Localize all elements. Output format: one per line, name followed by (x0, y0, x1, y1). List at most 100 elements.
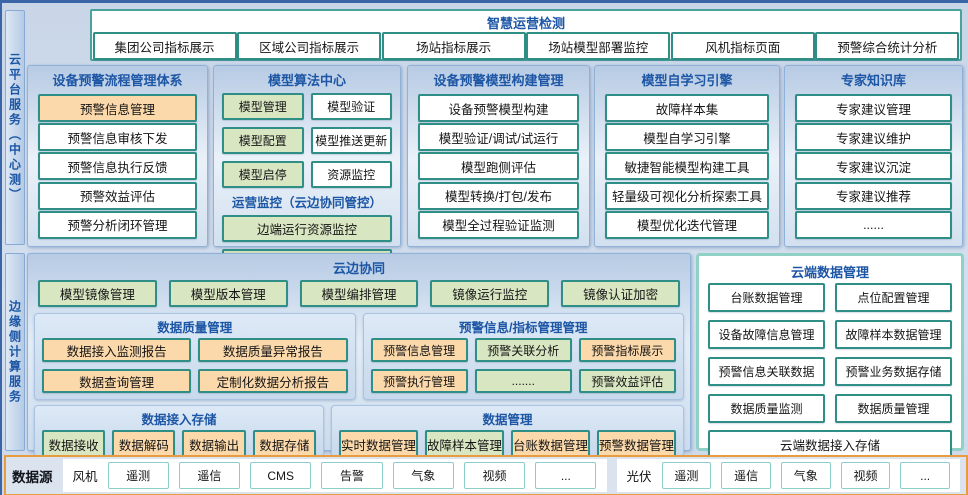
datasource-label: 数据源 (12, 469, 53, 485)
module-box: 点位配置管理 (835, 283, 952, 312)
module-box: 台账数据管理 (510, 430, 590, 458)
smart-operation-panel: 智慧运营检测 集团公司指标展示区域公司指标展示场站指标展示场站模型部署监控风机指… (90, 9, 962, 61)
cloud-data-management-panel: 云端数据管理 台账数据管理点位配置管理设备故障信息管理故障样本数据管理预警信息关… (696, 253, 964, 459)
module-box: 预警信息管理 (38, 94, 197, 123)
panel-model-algorithm-title: 模型算法中心 (267, 73, 346, 88)
module-box: 预警效益评估 (38, 181, 197, 210)
warning-info-title: 预警信息/指标管理管理 (459, 321, 588, 335)
module-box: 模型优化迭代管理 (605, 210, 769, 239)
module-box: 镜像运行监控 (430, 280, 550, 307)
module-box: 设备故障信息管理 (708, 320, 825, 349)
module-box: 模型版本管理 (168, 280, 288, 307)
panel-warning-process-items: 预警信息管理预警信息审核下发预警信息执行反馈预警效益评估预警分析闭环管理 (28, 91, 207, 246)
data-quality-section: 数据质量管理 数据接入监测报告数据质量异常报告数据查询管理定制化数据分析报告 (34, 313, 356, 400)
module-box: 数据输出 (182, 430, 246, 458)
module-box: 数据质量监测 (708, 394, 825, 423)
module-box: 故障样本集 (605, 94, 769, 123)
module-box: 模型验证 (310, 93, 392, 120)
module-box: 预警效益评估 (578, 369, 676, 393)
module-box: 轻量级可视化分析探索工具 (605, 181, 769, 210)
module-box: 故障样本数据管理 (835, 320, 952, 349)
module-box: 预警信息关联数据 (708, 357, 825, 386)
datasource-box: 遥信 (178, 462, 241, 489)
operation-monitor-subtitle: 运营监控（云边协同管控） (231, 196, 382, 210)
module-box: 故障样本管理 (424, 430, 504, 458)
panel-expert-knowledge-base: 专家知识库 专家建议管理专家建议维护专家建议沉淀专家建议推荐...... (784, 65, 963, 247)
cloud-data-management-items: 台账数据管理点位配置管理设备故障信息管理故障样本数据管理预警信息关联数据预警业务… (708, 283, 952, 423)
module-box: 预警信息执行反馈 (38, 152, 197, 181)
panel-warning-process-system: 设备预警流程管理体系 预警信息管理预警信息审核下发预警信息执行反馈预警效益评估预… (27, 65, 208, 247)
edge-middle-row: 数据质量管理 数据接入监测报告数据质量异常报告数据查询管理定制化数据分析报告 预… (34, 313, 684, 400)
warning-info-items: 预警信息管理预警关联分析预警指标展示预警执行管理.......预警效益评估 (370, 338, 677, 393)
edge-bottom-row: 数据接入存储 数据接收数据解码数据输出数据存储 数据管理 实时数据管理故障样本管… (34, 405, 684, 458)
module-box: 专家建议沉淀 (795, 152, 952, 181)
module-box: 资源监控 (310, 161, 392, 188)
module-box: 模型全过程验证监测 (418, 210, 579, 239)
module-box: 镜像认证加密 (561, 280, 680, 307)
data-access-storage-section: 数据接入存储 数据接收数据解码数据输出数据存储 (34, 405, 324, 458)
module-box: 数据存储 (252, 430, 316, 458)
data-management-title: 数据管理 (482, 413, 533, 427)
module-box: 预警分析闭环管理 (38, 210, 197, 239)
module-box: 数据解码 (112, 430, 176, 458)
cloud-data-management-title: 云端数据管理 (790, 265, 869, 280)
edge-side-panel: 云边协同 模型镜像管理模型版本管理模型编排管理镜像运行监控镜像认证加密 数据质量… (27, 253, 691, 458)
module-box: 模型配置 (222, 127, 304, 154)
module-box: 专家建议维护 (795, 123, 952, 152)
module-box: 数据查询管理 (42, 369, 192, 393)
top-module-box: 区域公司指标展示 (237, 32, 382, 60)
data-access-storage-items: 数据接收数据解码数据输出数据存储 (42, 430, 316, 458)
module-box: 专家建议管理 (795, 94, 952, 123)
module-box: 预警业务数据存储 (835, 357, 952, 386)
module-box: 台账数据管理 (708, 283, 825, 312)
warning-info-section: 预警信息/指标管理管理 预警信息管理预警关联分析预警指标展示预警执行管理....… (362, 313, 684, 400)
module-box: 预警关联分析 (474, 338, 572, 362)
datasource-box: 遥信 (721, 462, 771, 489)
module-box: 专家建议推荐 (795, 181, 952, 210)
module-box: 边端运行资源监控 (222, 215, 392, 242)
top-module-box: 集团公司指标展示 (92, 32, 237, 60)
module-box: 模型推送更新 (310, 127, 392, 154)
module-box: 数据质量管理 (835, 394, 952, 423)
data-quality-items: 数据接入监测报告数据质量异常报告数据查询管理定制化数据分析报告 (42, 338, 348, 393)
top-module-box: 场站模型部署监控 (526, 32, 671, 60)
datasource-box: 视频 (840, 462, 891, 489)
cloud-edge-collab-items: 模型镜像管理模型版本管理模型编排管理镜像运行监控镜像认证加密 (34, 279, 684, 310)
panel-model-algorithm-center: 模型算法中心 模型管理模型验证模型配置模型推送更新模型启停资源监控 运营监控（云… (213, 65, 401, 276)
panel-model-build-management: 设备预警模型构建管理 设备预警模型构建模型验证/调试/试运行模型跑侧评估模型转换… (407, 65, 590, 247)
module-box: 模型编排管理 (299, 280, 419, 307)
smart-operation-title: 智慧运营检测 (486, 16, 565, 31)
datasource-group-wind-name: 风机 (72, 470, 98, 484)
module-box: 模型转换/打包/发布 (418, 181, 579, 210)
cloud-platform-service-text: 云平台服务（中心测） (7, 52, 22, 203)
datasource-group-solar-items: 遥测遥信气象视频... (661, 462, 950, 489)
datasource-box: ... (535, 462, 597, 489)
cloud-data-access-storage-box: 云端数据接入存储 (708, 430, 952, 459)
panel-model-build-items: 设备预警模型构建模型验证/调试/试运行模型跑侧评估模型转换/打包/发布模型全过程… (408, 91, 589, 246)
module-box: 预警执行管理 (370, 369, 468, 393)
top-module-box: 场站指标展示 (381, 32, 526, 60)
data-management-items: 实时数据管理故障样本管理台账数据管理预警数据管理 (338, 430, 676, 458)
datasource-group-solar-name: 光伏 (626, 470, 652, 484)
module-box: 模型镜像管理 (38, 280, 157, 307)
module-box: 数据接收 (42, 430, 106, 458)
module-box: 预警指标展示 (578, 338, 676, 362)
panel-expert-knowledge-items: 专家建议管理专家建议维护专家建议沉淀专家建议推荐...... (785, 91, 962, 246)
datasource-box: 告警 (321, 462, 383, 489)
module-box: ...... (795, 210, 952, 239)
edge-computing-service-text: 边缘侧计算服务 (7, 299, 22, 405)
data-quality-title: 数据质量管理 (157, 321, 233, 335)
panel-self-learning-title: 模型自学习引擎 (641, 73, 733, 88)
edge-computing-service-label: 边缘侧计算服务 (5, 253, 25, 451)
module-box: 模型启停 (222, 161, 304, 188)
module-box: 模型跑侧评估 (418, 152, 579, 181)
top-module-box: 预警综合统计分析 (815, 32, 960, 60)
module-box: 模型管理 (222, 93, 304, 120)
panel-expert-knowledge-title: 专家知识库 (840, 73, 906, 88)
module-box: ....... (474, 369, 572, 393)
cloud-edge-collab-title: 云边协同 (332, 261, 385, 276)
panel-warning-process-title: 设备预警流程管理体系 (52, 73, 183, 88)
